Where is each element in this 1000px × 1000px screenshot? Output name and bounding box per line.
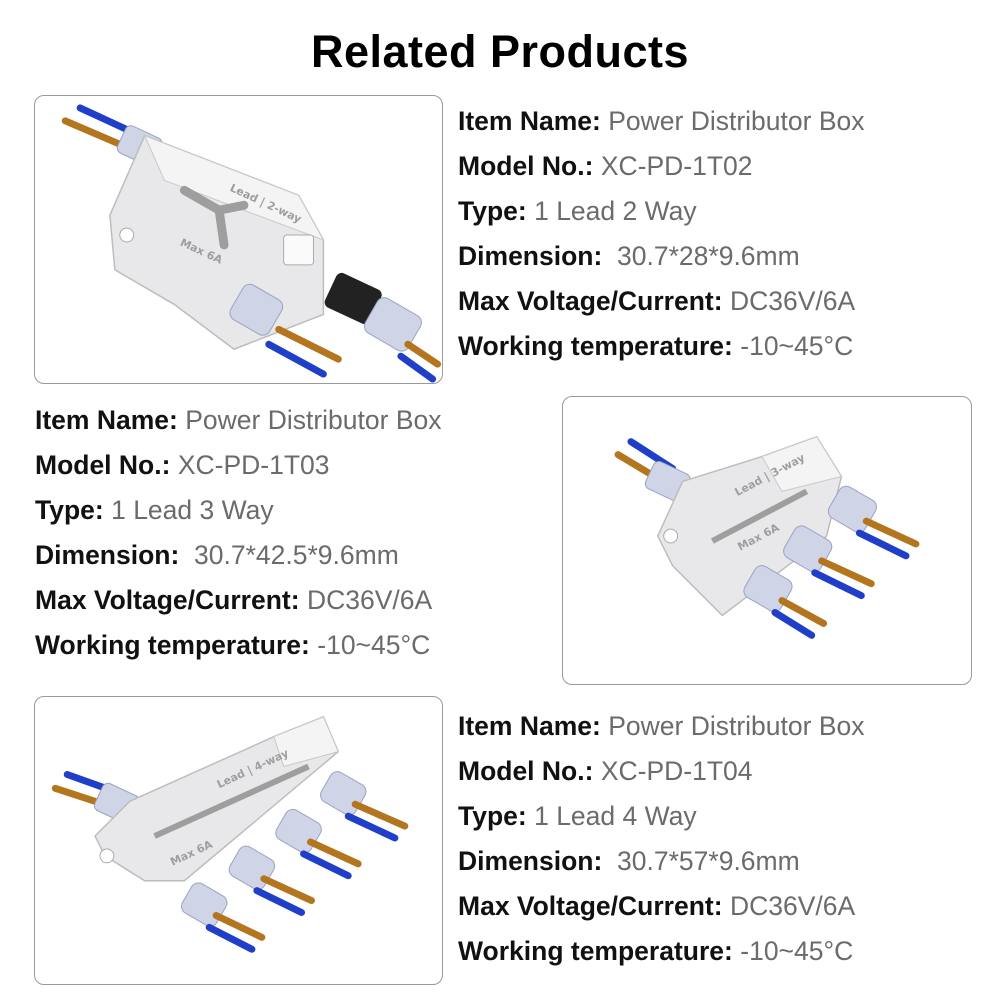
spec-max-voltage-current: Max Voltage/Current: DC36V/6A bbox=[35, 585, 433, 615]
product-2-specs: Item Name: Power Distributor Box Model N… bbox=[35, 398, 442, 668]
spec-value: DC36V/6A bbox=[729, 286, 856, 316]
spec-value: 30.7*42.5*9.6mm bbox=[194, 540, 399, 570]
spec-model-no: Model No.: XC-PD-1T03 bbox=[35, 450, 330, 480]
product-2-image: Lead | 3-way Max 6A bbox=[562, 396, 972, 685]
spec-value: DC36V/6A bbox=[306, 585, 433, 615]
spec-value: XC-PD-1T03 bbox=[177, 450, 330, 480]
spec-max-voltage-current: Max Voltage/Current: DC36V/6A bbox=[458, 286, 856, 316]
spec-working-temperature: Working temperature: -10~45°C bbox=[458, 936, 854, 966]
product-1-image: Lead | 2-way Max 6A bbox=[34, 95, 443, 384]
spec-dimension: Dimension: 30.7*42.5*9.6mm bbox=[35, 540, 399, 570]
spec-type: Type: 1 Lead 4 Way bbox=[458, 801, 697, 831]
spec-item-name: Item Name: Power Distributor Box bbox=[35, 405, 442, 435]
product-3-specs: Item Name: Power Distributor Box Model N… bbox=[458, 704, 865, 974]
spec-working-temperature: Working temperature: -10~45°C bbox=[35, 630, 431, 660]
distributor-4way-illustration: Lead | 4-way Max 6A bbox=[51, 715, 409, 953]
spec-value: DC36V/6A bbox=[729, 891, 856, 921]
spec-model-no: Model No.: XC-PD-1T04 bbox=[458, 756, 753, 786]
spec-item-name: Item Name: Power Distributor Box bbox=[458, 711, 865, 741]
spec-value: 30.7*57*9.6mm bbox=[617, 846, 800, 876]
distributor-3way-illustration: Lead | 3-way Max 6A bbox=[614, 435, 920, 639]
product-3-image: Lead | 4-way Max 6A bbox=[34, 696, 443, 985]
spec-value: 30.7*28*9.6mm bbox=[617, 241, 800, 271]
spec-model-no: Model No.: XC-PD-1T02 bbox=[458, 151, 753, 181]
distributor-2way-illustration: Lead | 2-way Max 6A bbox=[61, 104, 442, 383]
spec-value: -10~45°C bbox=[317, 630, 431, 660]
spec-value: Power Distributor Box bbox=[608, 106, 865, 136]
spec-value: Power Distributor Box bbox=[185, 405, 442, 435]
spec-value: Power Distributor Box bbox=[608, 711, 865, 741]
spec-value: -10~45°C bbox=[740, 936, 854, 966]
product-1-specs: Item Name: Power Distributor Box Model N… bbox=[458, 99, 865, 369]
spec-max-voltage-current: Max Voltage/Current: DC36V/6A bbox=[458, 891, 856, 921]
spec-type: Type: 1 Lead 3 Way bbox=[35, 495, 274, 525]
page-title: Related Products bbox=[310, 26, 690, 77]
spec-value: XC-PD-1T02 bbox=[600, 151, 753, 181]
spec-value: 1 Lead 4 Way bbox=[534, 801, 697, 831]
spec-item-name: Item Name: Power Distributor Box bbox=[458, 106, 865, 136]
spec-value: -10~45°C bbox=[740, 331, 854, 361]
spec-dimension: Dimension: 30.7*57*9.6mm bbox=[458, 846, 800, 876]
spec-value: XC-PD-1T04 bbox=[600, 756, 753, 786]
spec-working-temperature: Working temperature: -10~45°C bbox=[458, 331, 854, 361]
spec-value: 1 Lead 2 Way bbox=[534, 196, 697, 226]
spec-dimension: Dimension: 30.7*28*9.6mm bbox=[458, 241, 800, 271]
spec-type: Type: 1 Lead 2 Way bbox=[458, 196, 697, 226]
spec-value: 1 Lead 3 Way bbox=[111, 495, 274, 525]
